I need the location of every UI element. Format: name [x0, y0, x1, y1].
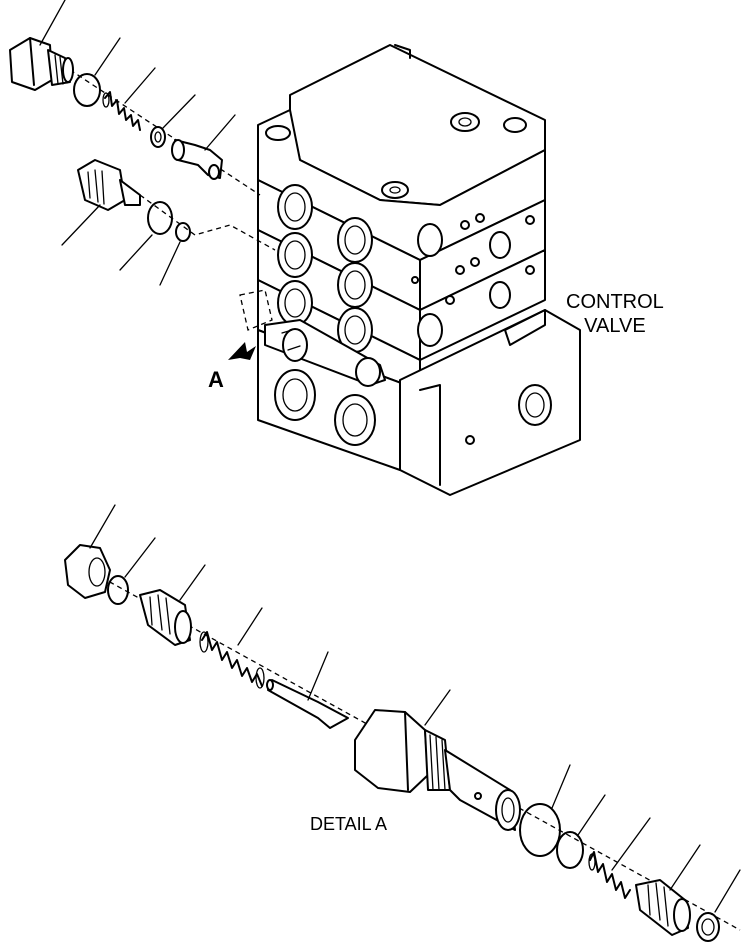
leader-top-o-ring-3: [159, 241, 181, 286]
detail-o-ring-2: [519, 803, 561, 857]
top-plug: [9, 37, 74, 91]
leader-detail-spring: [237, 607, 263, 646]
leader-detail-sleeve: [179, 564, 206, 601]
detail-pin: [266, 679, 349, 729]
detail-spring: [199, 631, 265, 689]
detail-spring-2: [588, 851, 631, 899]
top-washer: [150, 126, 166, 148]
leader-detail-plug: [669, 844, 701, 891]
view-direction-arrow: [228, 342, 256, 360]
top-parts-axis: [54, 59, 261, 196]
leader-top-o-ring-1: [94, 37, 121, 76]
detail-o-ring-3: [556, 831, 584, 869]
leader-top-poppet: [204, 114, 236, 151]
control-valve-body: [257, 44, 581, 496]
leader-detail-o-ring-1: [124, 537, 156, 578]
detail-snap-ring: [696, 912, 720, 942]
leader-detail-o-ring-3: [577, 794, 606, 836]
detail-nut: [64, 544, 111, 599]
detail-sleeve: [139, 589, 192, 646]
leader-detail-spring-2: [611, 817, 651, 871]
leader-top-o-ring-2: [119, 234, 153, 271]
top-o-ring-1: [73, 73, 101, 107]
top-parts-axis-2: [139, 194, 276, 251]
leader-top-plug-2: [61, 204, 101, 246]
view-letter-label: A: [208, 367, 224, 392]
control-valve-label: CONTROL VALVE: [566, 290, 664, 338]
top-o-ring-3: [175, 222, 191, 242]
leader-top-washer: [162, 94, 196, 129]
leader-top-spring: [124, 67, 156, 104]
detail-o-ring-1: [107, 575, 129, 605]
top-plug-2: [77, 159, 141, 211]
leader-detail-snap-ring: [714, 869, 741, 913]
detail-a-callout: [239, 289, 386, 387]
leader-detail-body: [424, 689, 451, 726]
control-valve-label-line1: CONTROL: [566, 291, 664, 313]
detail-body: [354, 709, 521, 831]
top-o-ring-2: [147, 201, 173, 235]
leader-detail-pin: [307, 651, 329, 701]
top-spring: [102, 91, 141, 131]
detail-plug: [635, 879, 691, 936]
top-poppet: [171, 139, 223, 180]
leader-top-plug: [39, 0, 66, 46]
control-valve-label-line2: VALVE: [584, 315, 646, 337]
leader-detail-o-ring-2: [551, 764, 571, 809]
detail-caption: DETAIL A: [310, 814, 388, 834]
leader-detail-nut: [89, 504, 116, 549]
